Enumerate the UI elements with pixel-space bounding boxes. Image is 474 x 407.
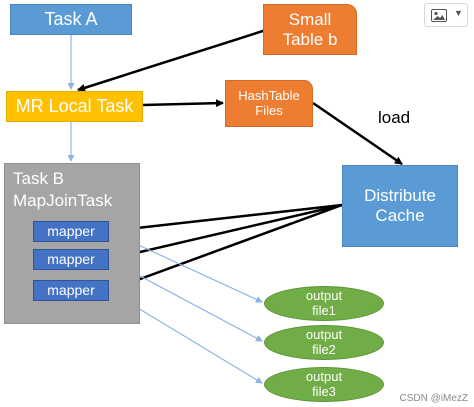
output-file-1-ellipse: output file1 — [264, 286, 384, 321]
output-file-label-line1: output — [305, 326, 343, 342]
arrow-small-table-to-mr-local — [77, 28, 267, 92]
task-b-label-line1: Task B — [13, 169, 65, 188]
mapper-label: mapper — [47, 282, 95, 299]
small-table-box: Small Table b — [263, 4, 357, 55]
arrow-cache-to-mapper-2 — [109, 203, 343, 262]
output-file-label-line2: file3 — [312, 383, 336, 399]
image-icon — [431, 9, 447, 22]
arrow-mr-local-to-hashtable — [142, 99, 224, 108]
output-file-3-ellipse: output file3 — [264, 367, 384, 402]
small-table-label-line2: Table b — [282, 29, 338, 49]
arrow-hashtable-to-distribute — [312, 101, 403, 166]
task-a-box: Task A — [10, 4, 132, 35]
image-tools-button[interactable]: ▼ — [424, 3, 468, 27]
task-b-box: Task B MapJoinTask mapper mapper mapper — [4, 163, 140, 324]
hashtable-files-label-line1: HashTable — [238, 87, 300, 103]
chevron-down-icon: ▼ — [454, 8, 463, 18]
task-b-label-line2: MapJoinTask — [13, 191, 113, 210]
mapper-box-2: mapper — [33, 249, 109, 270]
mapper-label: mapper — [47, 223, 95, 240]
task-b-title: Task B MapJoinTask — [13, 168, 112, 212]
watermark: CSDN @iMezZ — [399, 393, 469, 404]
mapper-label: mapper — [47, 251, 95, 268]
mapper-box-1: mapper — [33, 221, 109, 242]
output-file-2-ellipse: output file2 — [264, 325, 384, 360]
output-file-label-line2: file1 — [312, 302, 336, 318]
distribute-cache-label-line2: Cache — [375, 206, 425, 225]
distribute-cache-label-line1: Distribute — [364, 186, 436, 206]
distribute-cache-box: Distribute Cache — [342, 165, 458, 247]
output-file-label-line2: file2 — [312, 341, 336, 357]
hashtable-files-box: HashTable Files — [225, 80, 313, 127]
mapper-box-3: mapper — [33, 280, 109, 301]
arrow-cache-to-mapper-3 — [109, 203, 343, 292]
task-a-label: Task A — [44, 9, 98, 30]
hashtable-files-label-line2: Files — [255, 102, 283, 118]
arrow-cache-to-mapper-1 — [109, 203, 343, 235]
mr-local-task-label: MR Local Task — [15, 96, 134, 117]
mr-local-task-box: MR Local Task — [6, 91, 143, 122]
load-label: load — [378, 108, 411, 127]
output-file-label-line1: output — [305, 287, 343, 303]
output-file-label-line1: output — [305, 368, 343, 384]
small-table-label-line1: Small — [288, 9, 332, 29]
